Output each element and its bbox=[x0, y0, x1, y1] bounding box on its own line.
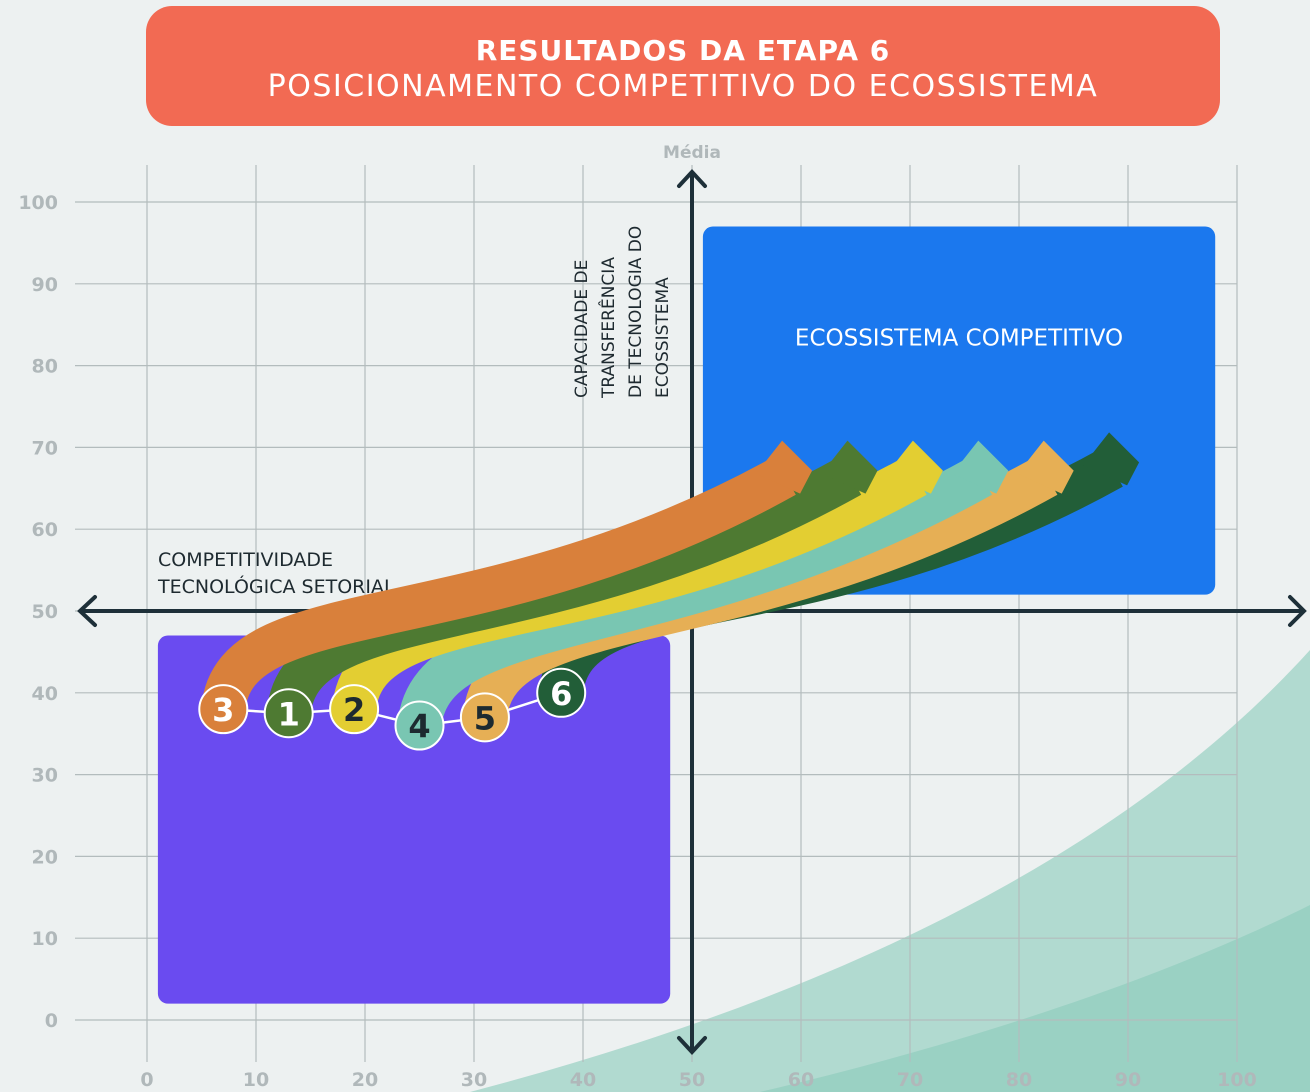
quadrant-label: ECOSSISTEMA COMPETITIVO bbox=[795, 326, 1123, 352]
data-point-label: 4 bbox=[408, 708, 430, 746]
y-tick-label: 90 bbox=[32, 274, 58, 296]
y-tick-label: 50 bbox=[32, 601, 58, 623]
decor-sweep bbox=[760, 905, 1310, 1092]
y-tick-label: 80 bbox=[32, 356, 58, 378]
x-tick-label: 50 bbox=[679, 1069, 705, 1091]
data-point-label: 1 bbox=[278, 695, 300, 733]
trajectory-arrowhead bbox=[821, 440, 878, 494]
data-point-marker bbox=[459, 692, 510, 743]
data-point-marker bbox=[198, 684, 249, 735]
data-point-label: 2 bbox=[343, 691, 365, 729]
trajectory-arrowhead bbox=[952, 440, 1009, 494]
x-tick-label: 80 bbox=[1006, 1069, 1032, 1091]
y-tick-label: 10 bbox=[32, 928, 58, 950]
data-point-marker bbox=[263, 688, 314, 739]
y-tick-label: 70 bbox=[32, 437, 58, 459]
trajectory-arrowhead bbox=[886, 440, 943, 494]
y-tick-label: 60 bbox=[32, 519, 58, 541]
y-axis-arrow-bottom bbox=[677, 1036, 707, 1055]
chart-subtitle: POSICIONAMENTO COMPETITIVO DO ECOSSISTEM… bbox=[267, 69, 1099, 104]
y-tick-label: 30 bbox=[32, 765, 58, 787]
data-point-label: 3 bbox=[212, 691, 234, 729]
trajectory-arrowhead bbox=[756, 440, 813, 494]
trajectory-arrowhead bbox=[1083, 432, 1140, 486]
y-tick-label: 20 bbox=[32, 846, 58, 868]
x-tick-label: 100 bbox=[1217, 1069, 1257, 1091]
chart-title: RESULTADOS DA ETAPA 6 bbox=[475, 34, 891, 67]
data-point-marker bbox=[536, 667, 587, 718]
x-tick-label: 10 bbox=[243, 1069, 269, 1091]
trajectory-ribbon bbox=[201, 456, 796, 713]
x-tick-label: 20 bbox=[352, 1069, 378, 1091]
x-tick-label: 30 bbox=[461, 1069, 487, 1091]
x-axis-arrow-left bbox=[77, 595, 97, 627]
trajectory-arrowhead bbox=[1017, 440, 1074, 494]
x-tick-label: 0 bbox=[140, 1069, 153, 1091]
x-tick-label: 60 bbox=[788, 1069, 814, 1091]
x-axis-arrow-right bbox=[1288, 595, 1307, 627]
x-tick-label: 40 bbox=[570, 1069, 596, 1091]
x-tick-label: 90 bbox=[1115, 1069, 1141, 1091]
decor-sweep bbox=[470, 650, 1310, 1092]
x-tick-label: 70 bbox=[897, 1069, 923, 1091]
data-point-marker bbox=[394, 700, 445, 751]
data-point-label: 5 bbox=[474, 699, 496, 737]
y-axis-arrow-top bbox=[677, 169, 707, 188]
title-banner: RESULTADOS DA ETAPA 6 POSICIONAMENTO COM… bbox=[146, 6, 1220, 126]
midpoint-label: Média bbox=[663, 143, 721, 163]
y-tick-label: 40 bbox=[32, 683, 58, 705]
trajectory-ribbon bbox=[397, 456, 993, 729]
data-point-label: 6 bbox=[550, 675, 572, 713]
y-tick-label: 100 bbox=[18, 192, 58, 214]
data-point-marker bbox=[329, 684, 380, 735]
y-tick-label: 0 bbox=[45, 1010, 58, 1032]
